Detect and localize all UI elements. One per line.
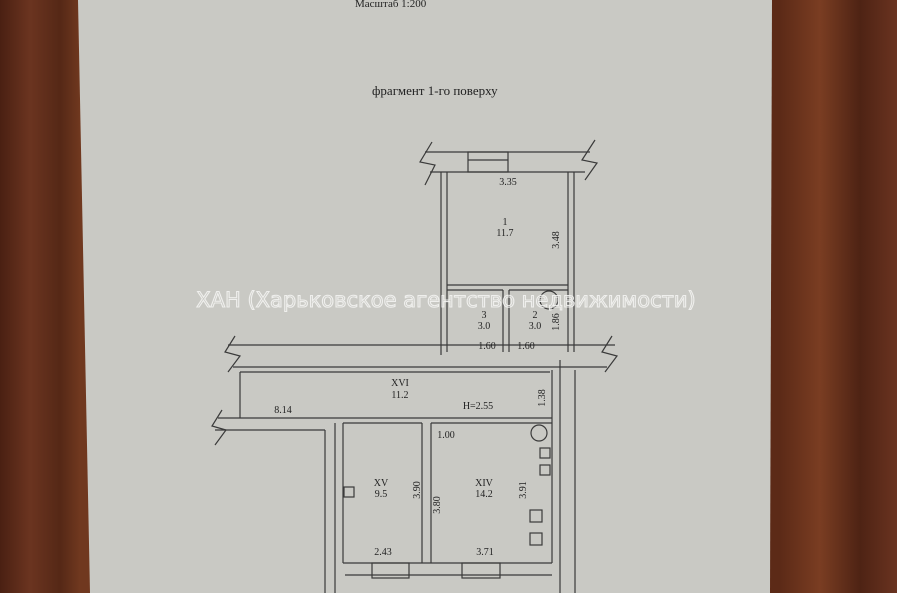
room-1-width: 3.35 — [499, 177, 517, 188]
room-xvi-id: XVI — [391, 378, 409, 389]
room-xiv-area: 14.2 — [475, 489, 493, 500]
room-2-width: 1.60 — [517, 341, 535, 352]
floor-plan-walls — [211, 139, 619, 593]
room-xiv-left-length: 3.80 — [432, 496, 443, 514]
room-3-area: 3.0 — [478, 321, 491, 332]
room-xiv-right-length: 3.91 — [518, 481, 529, 499]
room-1-id: 1 — [503, 217, 508, 228]
room-2-length: 1.86 — [551, 313, 562, 331]
scale-label: Масштаб 1:200 — [355, 0, 427, 10]
room-xv-length: 3.90 — [412, 481, 423, 499]
room-3-width: 1.60 — [478, 341, 496, 352]
room-1-length: 3.48 — [551, 231, 562, 249]
room-xv-area: 9.5 — [375, 489, 388, 500]
room-xv-id: XV — [374, 478, 389, 489]
paper-sheet — [78, 0, 772, 593]
room-2-area: 3.0 — [529, 321, 542, 332]
room-3-id: 3 — [482, 310, 487, 321]
room-xiv-width: 3.71 — [476, 547, 494, 558]
room-2-id: 2 — [533, 310, 538, 321]
room-xvi-length: 8.14 — [274, 405, 292, 416]
room-1-area: 11.7 — [496, 228, 513, 239]
room-xv-width: 2.43 — [374, 547, 392, 558]
watermark: ХАН (Харьковское агентство недвижимости) — [196, 288, 696, 312]
room-xiv-door-offset: 1.00 — [437, 430, 455, 441]
room-xiv-id: XIV — [475, 478, 494, 489]
room-xvi-area: 11.2 — [391, 390, 408, 401]
ceiling-height: H=2.55 — [463, 401, 493, 412]
plan-title: фрагмент 1-го поверху — [372, 83, 498, 98]
room-xvi-width: 1.38 — [537, 389, 548, 407]
